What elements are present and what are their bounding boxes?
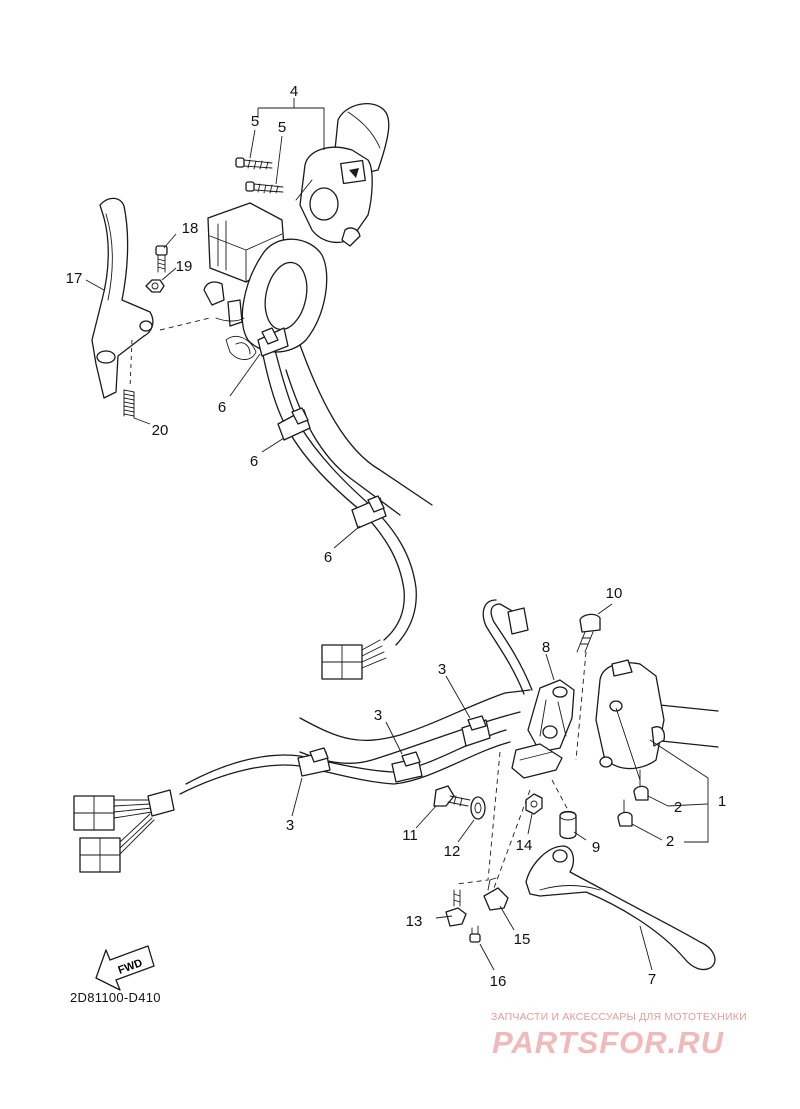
screw-5-lower bbox=[245, 181, 284, 194]
clutch-lever-holder bbox=[159, 238, 328, 360]
brake-lever bbox=[525, 845, 716, 971]
callout-7: 7 bbox=[648, 971, 656, 988]
right-handlebar-wire bbox=[179, 729, 511, 795]
fwd-arrow-icon: FWD bbox=[95, 945, 155, 991]
spring-20 bbox=[123, 339, 135, 419]
callout-9: 9 bbox=[592, 839, 600, 856]
bolt-11 bbox=[433, 785, 471, 807]
leader-lines bbox=[85, 98, 709, 971]
nut-19 bbox=[145, 279, 165, 293]
left-connector bbox=[321, 639, 387, 680]
clutch-lever bbox=[91, 197, 154, 399]
brake-switch-wire bbox=[482, 599, 533, 695]
collar-9 bbox=[559, 810, 577, 840]
callout-5: 5 bbox=[278, 119, 286, 136]
callout-2: 2 bbox=[666, 833, 674, 850]
nut-14 bbox=[525, 793, 543, 815]
callout-14: 14 bbox=[516, 837, 533, 854]
wire-clamp-6b bbox=[277, 407, 311, 441]
wire-clamp-3b bbox=[391, 751, 423, 783]
master-cylinder bbox=[511, 679, 575, 779]
dashed-guides bbox=[455, 651, 587, 889]
screw-5-upper bbox=[235, 157, 273, 170]
left-switch-housing bbox=[295, 146, 373, 247]
callout-17: 17 bbox=[66, 270, 83, 287]
callout-3: 3 bbox=[438, 661, 446, 678]
callout-2: 2 bbox=[674, 799, 682, 816]
wire-clamp-3a bbox=[297, 747, 331, 777]
callout-8: 8 bbox=[542, 639, 550, 656]
watermark-logo: PARTSFOR.RU bbox=[492, 1025, 725, 1060]
wire-clamp-6a bbox=[257, 327, 289, 357]
callout-20: 20 bbox=[152, 422, 169, 439]
left-switch-wire bbox=[261, 345, 417, 646]
wire-clamp-3c bbox=[461, 715, 491, 747]
screw-16 bbox=[469, 925, 481, 943]
callout-6: 6 bbox=[250, 453, 258, 470]
callout-3: 3 bbox=[374, 707, 382, 724]
right-connectors bbox=[73, 789, 175, 873]
screw-2b bbox=[617, 799, 633, 827]
callout-1: 1 bbox=[718, 793, 726, 810]
callout-10: 10 bbox=[606, 585, 623, 602]
callout-13: 13 bbox=[406, 913, 423, 930]
callout-15: 15 bbox=[514, 931, 531, 948]
washer-12 bbox=[470, 796, 486, 820]
handlebar-left bbox=[285, 344, 433, 516]
callout-5: 5 bbox=[251, 113, 259, 130]
wire-clamp-6c bbox=[351, 495, 387, 529]
callout-19: 19 bbox=[176, 258, 193, 275]
diagram-code: 2D81100-D410 bbox=[70, 990, 161, 1005]
callout-6: 6 bbox=[324, 549, 332, 566]
callout-18: 18 bbox=[182, 220, 199, 237]
callout-4: 4 bbox=[290, 83, 298, 100]
callout-12: 12 bbox=[444, 843, 461, 860]
bolt-10 bbox=[576, 613, 601, 653]
callouts: 4 5 5 18 19 17 20 6 6 6 10 8 3 3 3 11 12… bbox=[66, 83, 727, 990]
bolt-13 bbox=[445, 889, 467, 927]
bolt-18 bbox=[155, 245, 168, 273]
callout-3: 3 bbox=[286, 817, 294, 834]
switch-15 bbox=[483, 877, 509, 911]
callout-11: 11 bbox=[402, 827, 418, 844]
callout-6: 6 bbox=[218, 399, 226, 416]
callout-16: 16 bbox=[490, 973, 507, 990]
screw-2a bbox=[633, 769, 649, 801]
watermark-caption: ЗАПЧАСТИ И АКСЕССУАРЫ ДЛЯ МОТОТЕХНИКИ bbox=[491, 1011, 747, 1023]
right-switch-housing bbox=[595, 659, 666, 770]
